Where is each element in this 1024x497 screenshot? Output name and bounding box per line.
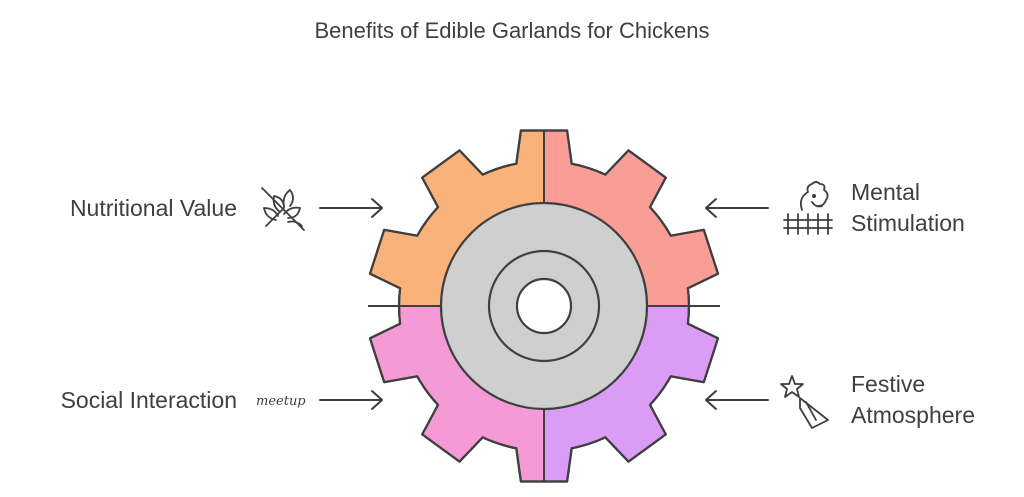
label-social-interaction: Social Interaction bbox=[60, 387, 237, 413]
arrow-festive-atmosphere bbox=[705, 390, 769, 410]
gear-center-hole bbox=[515, 277, 573, 335]
diagram-title: Benefits of Edible Garlands for Chickens bbox=[314, 18, 710, 43]
label-nutritional-value: Nutritional Value bbox=[69, 195, 237, 221]
rooster-fence-icon bbox=[783, 181, 833, 235]
arrow-social-interaction bbox=[319, 390, 383, 410]
gear-outline bbox=[368, 129, 720, 483]
arrow-mental-stimulation bbox=[705, 198, 769, 218]
no-grain-icon bbox=[261, 187, 305, 231]
label-festive-atmosphere: Festive Atmosphere bbox=[851, 371, 976, 428]
party-popper-icon bbox=[780, 375, 829, 429]
meetup-icon: meetup bbox=[256, 394, 306, 409]
arrow-nutritional-value bbox=[319, 198, 383, 218]
label-mental-stimulation: Mental Stimulation bbox=[851, 179, 965, 236]
